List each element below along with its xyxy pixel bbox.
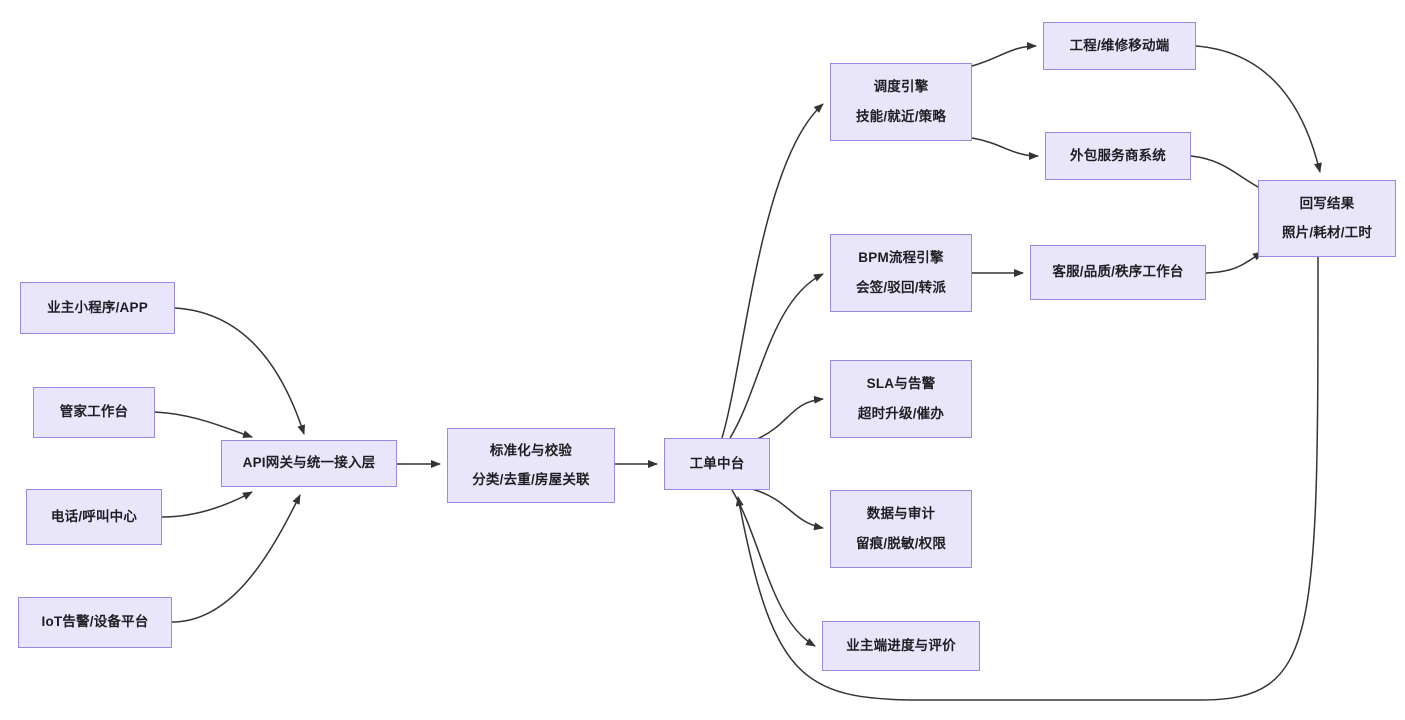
node-writeback-line1: 回写结果 <box>1299 195 1355 211</box>
node-outsource-sys-line1: 外包服务商系统 <box>1070 147 1166 163</box>
edge-dispatch-to-outsource-sys <box>971 137 1039 160</box>
node-standardize[interactable]: 标准化与校验 分类/去重/房屋关联 <box>447 428 615 503</box>
node-iot-platform[interactable]: IoT告警/设备平台 <box>18 597 172 648</box>
edge-dispatch-to-field-mobile <box>971 42 1037 67</box>
node-butler-console[interactable]: 管家工作台 <box>33 387 155 438</box>
node-butler-console-line1: 管家工作台 <box>59 404 129 420</box>
node-dispatch-line2: 技能/就近/策略 <box>855 108 947 124</box>
edge-ticket-hub-to-dispatch <box>721 103 824 439</box>
node-sla[interactable]: SLA与告警 超时升级/催办 <box>830 360 972 438</box>
node-iot-platform-line1: IoT告警/设备平台 <box>41 614 149 630</box>
node-bpm[interactable]: BPM流程引擎 会签/驳回/转派 <box>830 234 972 312</box>
node-data-audit-line1: 数据与审计 <box>866 506 936 522</box>
node-data-audit-line2: 留痕/脱敏/权限 <box>855 535 947 551</box>
node-call-center[interactable]: 电话/呼叫中心 <box>26 489 162 545</box>
node-ticket-hub[interactable]: 工单中台 <box>664 438 770 490</box>
edge-ticket-hub-to-sla <box>754 395 824 441</box>
node-standardize-line2: 分类/去重/房屋关联 <box>472 472 590 487</box>
node-field-mobile[interactable]: 工程/维修移动端 <box>1043 22 1196 70</box>
node-bpm-line1: BPM流程引擎 <box>858 250 944 266</box>
node-owner-progress[interactable]: 业主端进度与评价 <box>822 621 980 671</box>
edge-service-desk-to-writeback <box>1205 251 1263 274</box>
node-service-desk[interactable]: 客服/品质/秩序工作台 <box>1030 245 1206 300</box>
node-bpm-line2: 会签/驳回/转派 <box>855 279 947 295</box>
node-dispatch[interactable]: 调度引擎 技能/就近/策略 <box>830 63 972 141</box>
edge-ticket-hub-to-owner-progress <box>731 489 816 647</box>
edge-call-center-to-api-gateway <box>161 491 253 518</box>
node-field-mobile-line1: 工程/维修移动端 <box>1069 37 1170 53</box>
node-writeback[interactable]: 回写结果 照片/耗材/工时 <box>1258 180 1396 257</box>
edge-ticket-hub-to-data-audit <box>751 488 824 531</box>
edge-outsource-sys-to-writeback <box>1190 155 1269 193</box>
node-api-gateway-line1: API网关与统一接入层 <box>242 455 376 471</box>
node-ticket-hub-line1: 工单中台 <box>689 455 745 471</box>
edge-ticket-hub-to-bpm <box>729 273 824 439</box>
node-sla-line1: SLA与告警 <box>866 376 936 392</box>
node-service-desk-line1: 客服/品质/秩序工作台 <box>1052 264 1184 280</box>
node-api-gateway[interactable]: API网关与统一接入层 <box>221 440 397 487</box>
node-sla-line2: 超时升级/催办 <box>857 405 945 421</box>
node-dispatch-line1: 调度引擎 <box>873 79 929 95</box>
edge-butler-console-to-api-gateway <box>154 411 253 438</box>
node-owner-app[interactable]: 业主小程序/APP <box>20 282 175 334</box>
edge-iot-platform-to-api-gateway <box>171 494 301 623</box>
edge-owner-app-to-api-gateway <box>174 307 306 435</box>
node-writeback-line2: 照片/耗材/工时 <box>1281 225 1373 240</box>
node-call-center-line1: 电话/呼叫中心 <box>50 508 138 524</box>
node-standardize-line1: 标准化与校验 <box>489 442 573 458</box>
node-outsource-sys[interactable]: 外包服务商系统 <box>1045 132 1191 180</box>
edge-field-mobile-to-writeback <box>1195 45 1322 173</box>
node-owner-progress-line1: 业主端进度与评价 <box>846 637 956 653</box>
node-owner-app-line1: 业主小程序/APP <box>47 299 148 315</box>
node-data-audit[interactable]: 数据与审计 留痕/脱敏/权限 <box>830 490 972 568</box>
